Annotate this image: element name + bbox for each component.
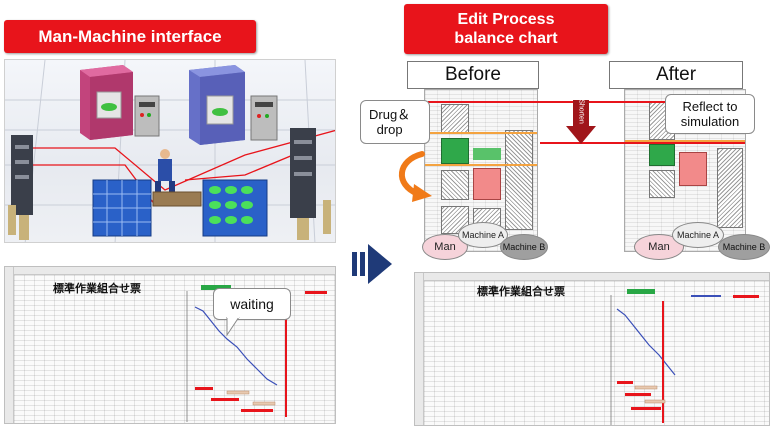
simulation-3d-view[interactable] [4, 59, 336, 243]
before-block-2[interactable] [441, 170, 469, 200]
before-label-text: Before [445, 64, 501, 85]
storage-rack-left [11, 135, 33, 240]
row-header-bar [5, 267, 14, 423]
shorten-arrow-icon [566, 100, 596, 144]
after-label: After [609, 61, 743, 89]
before-block-pink[interactable] [473, 168, 501, 200]
after-orange-line [625, 140, 745, 142]
storage-rack-right [290, 128, 316, 240]
legend-machine-b-before: Machine B [500, 234, 548, 260]
column-header-bar-right [415, 273, 769, 281]
simulation-scene-graphic [5, 60, 335, 242]
left-standard-work-sheet[interactable]: 標準作業組合せ票 waiting [4, 266, 336, 424]
reflect-callout: Reflect to simulation [665, 94, 755, 134]
before-orange-line-2 [425, 164, 537, 166]
after-label-text: After [655, 64, 697, 85]
parts-bins-right [202, 179, 268, 237]
legend-machine-a-after-text: Machine A [676, 230, 720, 240]
before-block-1[interactable] [441, 104, 469, 134]
machine-b-model [189, 65, 278, 145]
legend-man-before-text: Man [434, 241, 456, 253]
worker-model [155, 149, 175, 195]
man-machine-banner-text: Man-Machine interface [38, 26, 222, 46]
waiting-callout-text: waiting [230, 296, 274, 312]
shorten-label: Shorten [577, 99, 585, 124]
before-block-green[interactable] [441, 138, 469, 164]
before-block-5[interactable] [505, 130, 533, 230]
edit-process-banner: Edit Process balance chart [404, 4, 608, 54]
machine-a-model [80, 65, 160, 140]
left-sheet-title: 標準作業組合せ票 [53, 283, 141, 295]
right-standard-work-sheet[interactable]: 標準作業組合せ票 [414, 272, 770, 426]
reflect-callout-text: Reflect to simulation [680, 99, 740, 129]
legend-machine-b-before-text: Machine B [502, 242, 546, 252]
row-header-bar-right [415, 273, 424, 425]
after-block-2[interactable] [649, 170, 675, 198]
sheet-grid-right [424, 281, 769, 425]
legend-machine-a-before-text: Machine A [461, 230, 505, 240]
legend-machine-b-after-text: Machine B [722, 242, 766, 252]
edit-process-banner-line2: balance chart [454, 30, 558, 47]
transform-arrow-icon [352, 244, 392, 284]
waiting-callout-pointer [226, 317, 240, 337]
column-header-bar [5, 267, 335, 275]
legend-machine-b-after: Machine B [718, 234, 770, 260]
right-sheet-title: 標準作業組合せ票 [477, 286, 565, 298]
parts-bins-left [92, 179, 152, 237]
man-machine-banner: Man-Machine interface [4, 20, 256, 53]
after-cycle-line [540, 142, 745, 144]
right-gantt-graphic [610, 289, 759, 425]
before-orange-line [425, 132, 537, 134]
before-label: Before [407, 61, 539, 89]
after-block-pink[interactable] [679, 152, 707, 186]
drag-arrow-icon [398, 151, 432, 202]
edit-process-banner-line1: Edit Process [457, 11, 555, 28]
after-block-green[interactable] [649, 144, 675, 166]
drag-drop-callout: Drug＆ drop [360, 100, 430, 144]
after-block-3[interactable] [717, 148, 743, 228]
before-block-green-small[interactable] [473, 148, 501, 160]
drag-drop-text: Drug＆ drop [369, 107, 411, 137]
legend-machine-a-before: Machine A [458, 222, 508, 248]
waiting-callout: waiting [213, 288, 291, 320]
legend-machine-a-after: Machine A [672, 222, 724, 248]
legend-man-after-text: Man [648, 241, 670, 253]
